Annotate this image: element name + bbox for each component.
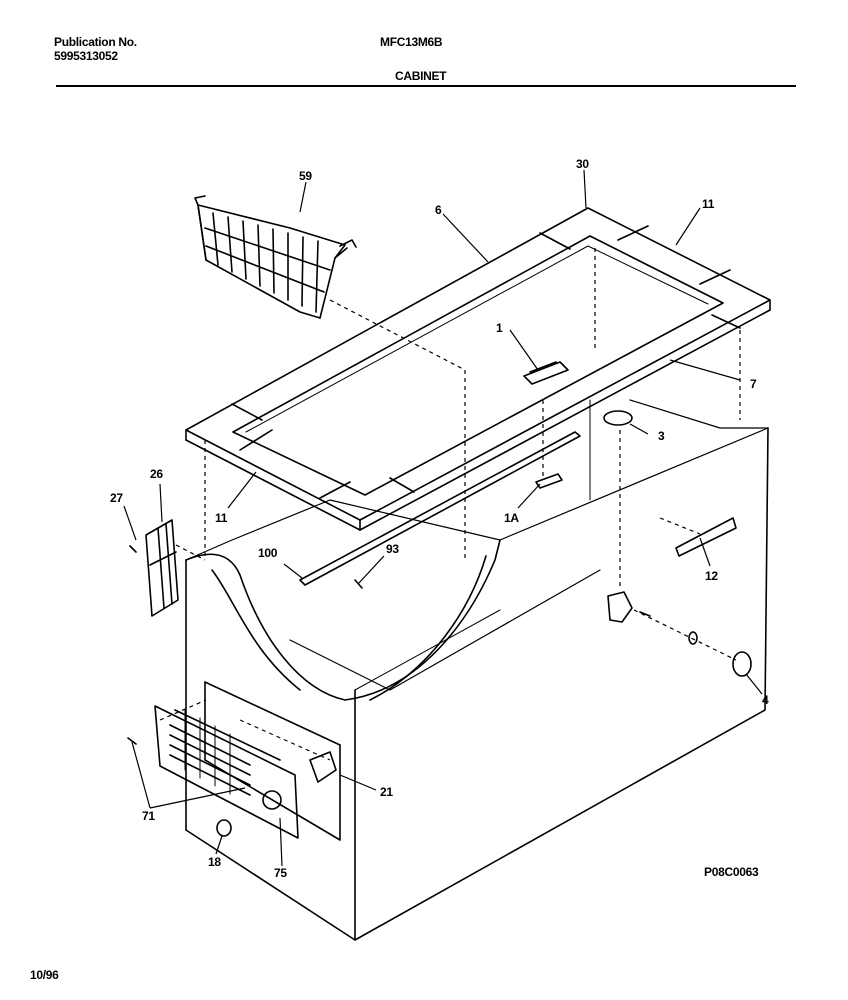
callout-7: 7 (750, 377, 757, 391)
model-number: MFC13M6B (380, 35, 443, 49)
callout-4: 4 (762, 693, 769, 707)
drain-cap (732, 651, 752, 677)
header-rule (56, 85, 796, 87)
callout-6: 6 (435, 203, 442, 217)
callout-1: 1 (496, 321, 503, 335)
callout-18: 18 (208, 855, 221, 869)
callout-59: 59 (299, 169, 312, 183)
grille-clip (216, 819, 232, 837)
callout-93: 93 (386, 542, 399, 556)
callout-12: 12 (705, 569, 718, 583)
nameplate (675, 517, 737, 557)
grille (154, 681, 341, 841)
callout-75: 75 (274, 866, 287, 880)
callout-11-top: 11 (702, 197, 715, 211)
drain-plug (603, 410, 633, 426)
hinge (145, 519, 179, 617)
callout-26: 26 (150, 467, 163, 481)
callout-30: 30 (576, 157, 589, 171)
publication-number: 5995313052 (54, 49, 118, 63)
callout-3: 3 (658, 429, 665, 443)
basket (194, 195, 357, 319)
lid-stop (523, 361, 569, 489)
callout-11-left: 11 (215, 511, 228, 525)
publication-label: Publication No. (54, 35, 137, 49)
callout-71: 71 (142, 809, 155, 823)
breaker-frame (185, 207, 771, 531)
revision-date: 10/96 (30, 968, 59, 982)
section-title: CABINET (395, 69, 447, 83)
callout-1A: 1A (504, 511, 519, 525)
diagram-code: P08C0063 (704, 865, 759, 879)
callout-100: 100 (258, 546, 278, 560)
cabinet-body (185, 399, 769, 941)
trim-strip (299, 431, 581, 586)
washer (688, 631, 698, 645)
drain-tube (607, 591, 633, 623)
callout-21: 21 (380, 785, 393, 799)
callout-27: 27 (110, 491, 123, 505)
